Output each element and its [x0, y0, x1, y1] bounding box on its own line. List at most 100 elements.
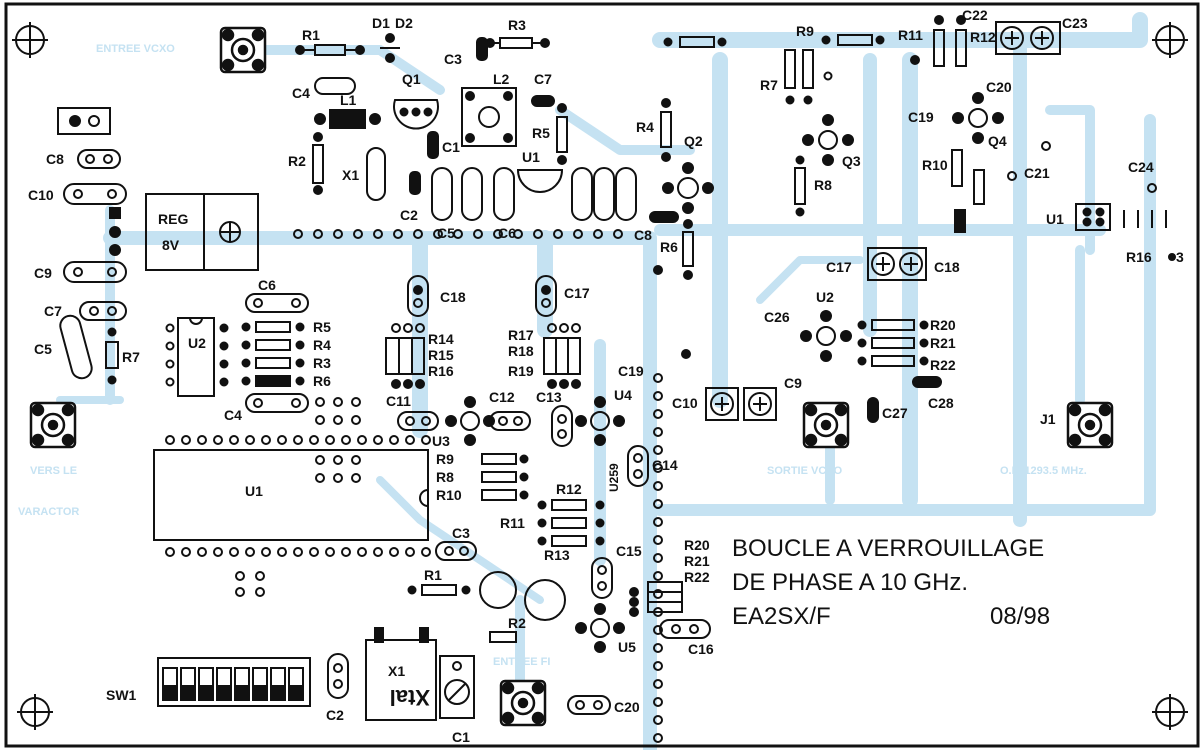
via-hole	[245, 435, 255, 445]
label-x1-b: X1	[388, 663, 405, 679]
label-j1: J1	[1040, 411, 1056, 427]
trimmer-c10-r	[705, 387, 739, 421]
resistor-r11-r	[933, 29, 945, 67]
reg-line2: 8V	[162, 237, 180, 253]
via-hole	[165, 435, 175, 445]
dip-switch-sw1	[157, 657, 311, 707]
via-hole	[315, 473, 325, 483]
via-hole	[351, 455, 361, 465]
via-hole	[389, 435, 399, 445]
resistor-r-right-1	[679, 36, 715, 48]
cap-c2-b	[327, 653, 349, 699]
via-hole	[433, 229, 443, 239]
via-hole	[533, 229, 543, 239]
via-hole	[333, 229, 343, 239]
via-hole	[315, 397, 325, 407]
via-hole	[559, 323, 569, 333]
cap-c17-mid	[535, 275, 557, 317]
cap-c1-top	[427, 131, 439, 159]
resistor-r9-r	[784, 49, 796, 89]
via-hole	[653, 661, 663, 671]
via-hole	[229, 547, 239, 557]
cap-c4-top	[314, 77, 356, 95]
label-q4: Q4	[988, 133, 1007, 149]
inductor-l2	[461, 87, 517, 147]
via-hole	[229, 435, 239, 445]
via-hole	[653, 373, 663, 383]
via-hole	[313, 229, 323, 239]
label-c6-mid: C6	[498, 225, 516, 241]
via-holes	[165, 229, 663, 743]
via-hole	[653, 679, 663, 689]
label-c14: C14	[652, 457, 678, 473]
via-hole	[333, 397, 343, 407]
via-hole	[373, 229, 383, 239]
label-r20-r: R20	[930, 317, 956, 333]
via-hole	[333, 455, 343, 465]
transistor-q-bottom	[479, 571, 566, 621]
via-hole	[571, 379, 581, 389]
trimmer-c9-r	[743, 387, 777, 421]
via-hole	[181, 547, 191, 557]
label-ol: O.L. 1293.5 MHz.	[1000, 465, 1087, 477]
via-hole	[653, 625, 663, 635]
via-hole	[629, 597, 639, 607]
via-hole	[405, 547, 415, 557]
cap-c3-top	[476, 37, 488, 61]
ic-u1-big	[153, 449, 429, 541]
via-hole	[593, 229, 603, 239]
via-hole	[333, 415, 343, 425]
label-c26: C26	[764, 309, 790, 325]
via-hole	[513, 229, 523, 239]
label-u1-big: U1	[245, 483, 263, 499]
via-hole	[653, 445, 663, 455]
regulator-8v	[109, 193, 259, 271]
via-hole	[391, 379, 401, 389]
connector-j1	[1066, 401, 1114, 449]
label-r8-r: R8	[814, 177, 832, 193]
resistor-r3-left	[255, 357, 291, 369]
label-r2-b: R2	[508, 615, 526, 631]
resistor-r2-top	[312, 132, 324, 195]
label-r3-left: R3	[313, 355, 331, 371]
label-l2: L2	[493, 71, 510, 87]
ic-u2-left	[165, 317, 229, 397]
label-c7-top: C7	[534, 71, 552, 87]
diode-d1-d2	[380, 33, 400, 63]
resistor-r10-r	[951, 149, 963, 187]
via-hole	[553, 229, 563, 239]
via-hole	[403, 379, 413, 389]
resistor-r9-b	[481, 453, 517, 465]
via-hole	[653, 697, 663, 707]
label-r4-top: R4	[636, 119, 654, 135]
via-hole	[197, 435, 207, 445]
mounting-hole-bl	[17, 694, 53, 730]
resistor-r12-r-a	[955, 29, 967, 67]
via-hole	[559, 379, 569, 389]
label-c10-r: C10	[672, 395, 698, 411]
mmic-u3	[445, 396, 495, 446]
transistor-q2	[662, 162, 714, 214]
label-c11: C11	[386, 393, 411, 409]
label-u259: U259	[607, 463, 621, 492]
resistor-r10-b	[481, 489, 517, 501]
via-hole	[405, 435, 415, 445]
label-three: 3	[1176, 249, 1184, 265]
via-hole	[325, 435, 335, 445]
label-c22: C22	[962, 7, 988, 23]
crystal-x1-bottom	[365, 627, 437, 721]
label-c17-mid: C17	[564, 285, 590, 301]
trimmer-c1	[439, 655, 475, 719]
label-c2-top: C2	[400, 207, 418, 223]
label-r9-r: R9	[796, 23, 814, 39]
label-u2-r: U2	[816, 289, 834, 305]
via-hole	[245, 547, 255, 557]
via-hole	[277, 435, 287, 445]
resistor-r22-r	[871, 355, 915, 367]
label-q3: Q3	[842, 153, 861, 169]
label-c23: C23	[1062, 15, 1088, 31]
cap-c5-left	[59, 314, 93, 380]
label-r18: R18	[508, 343, 534, 359]
